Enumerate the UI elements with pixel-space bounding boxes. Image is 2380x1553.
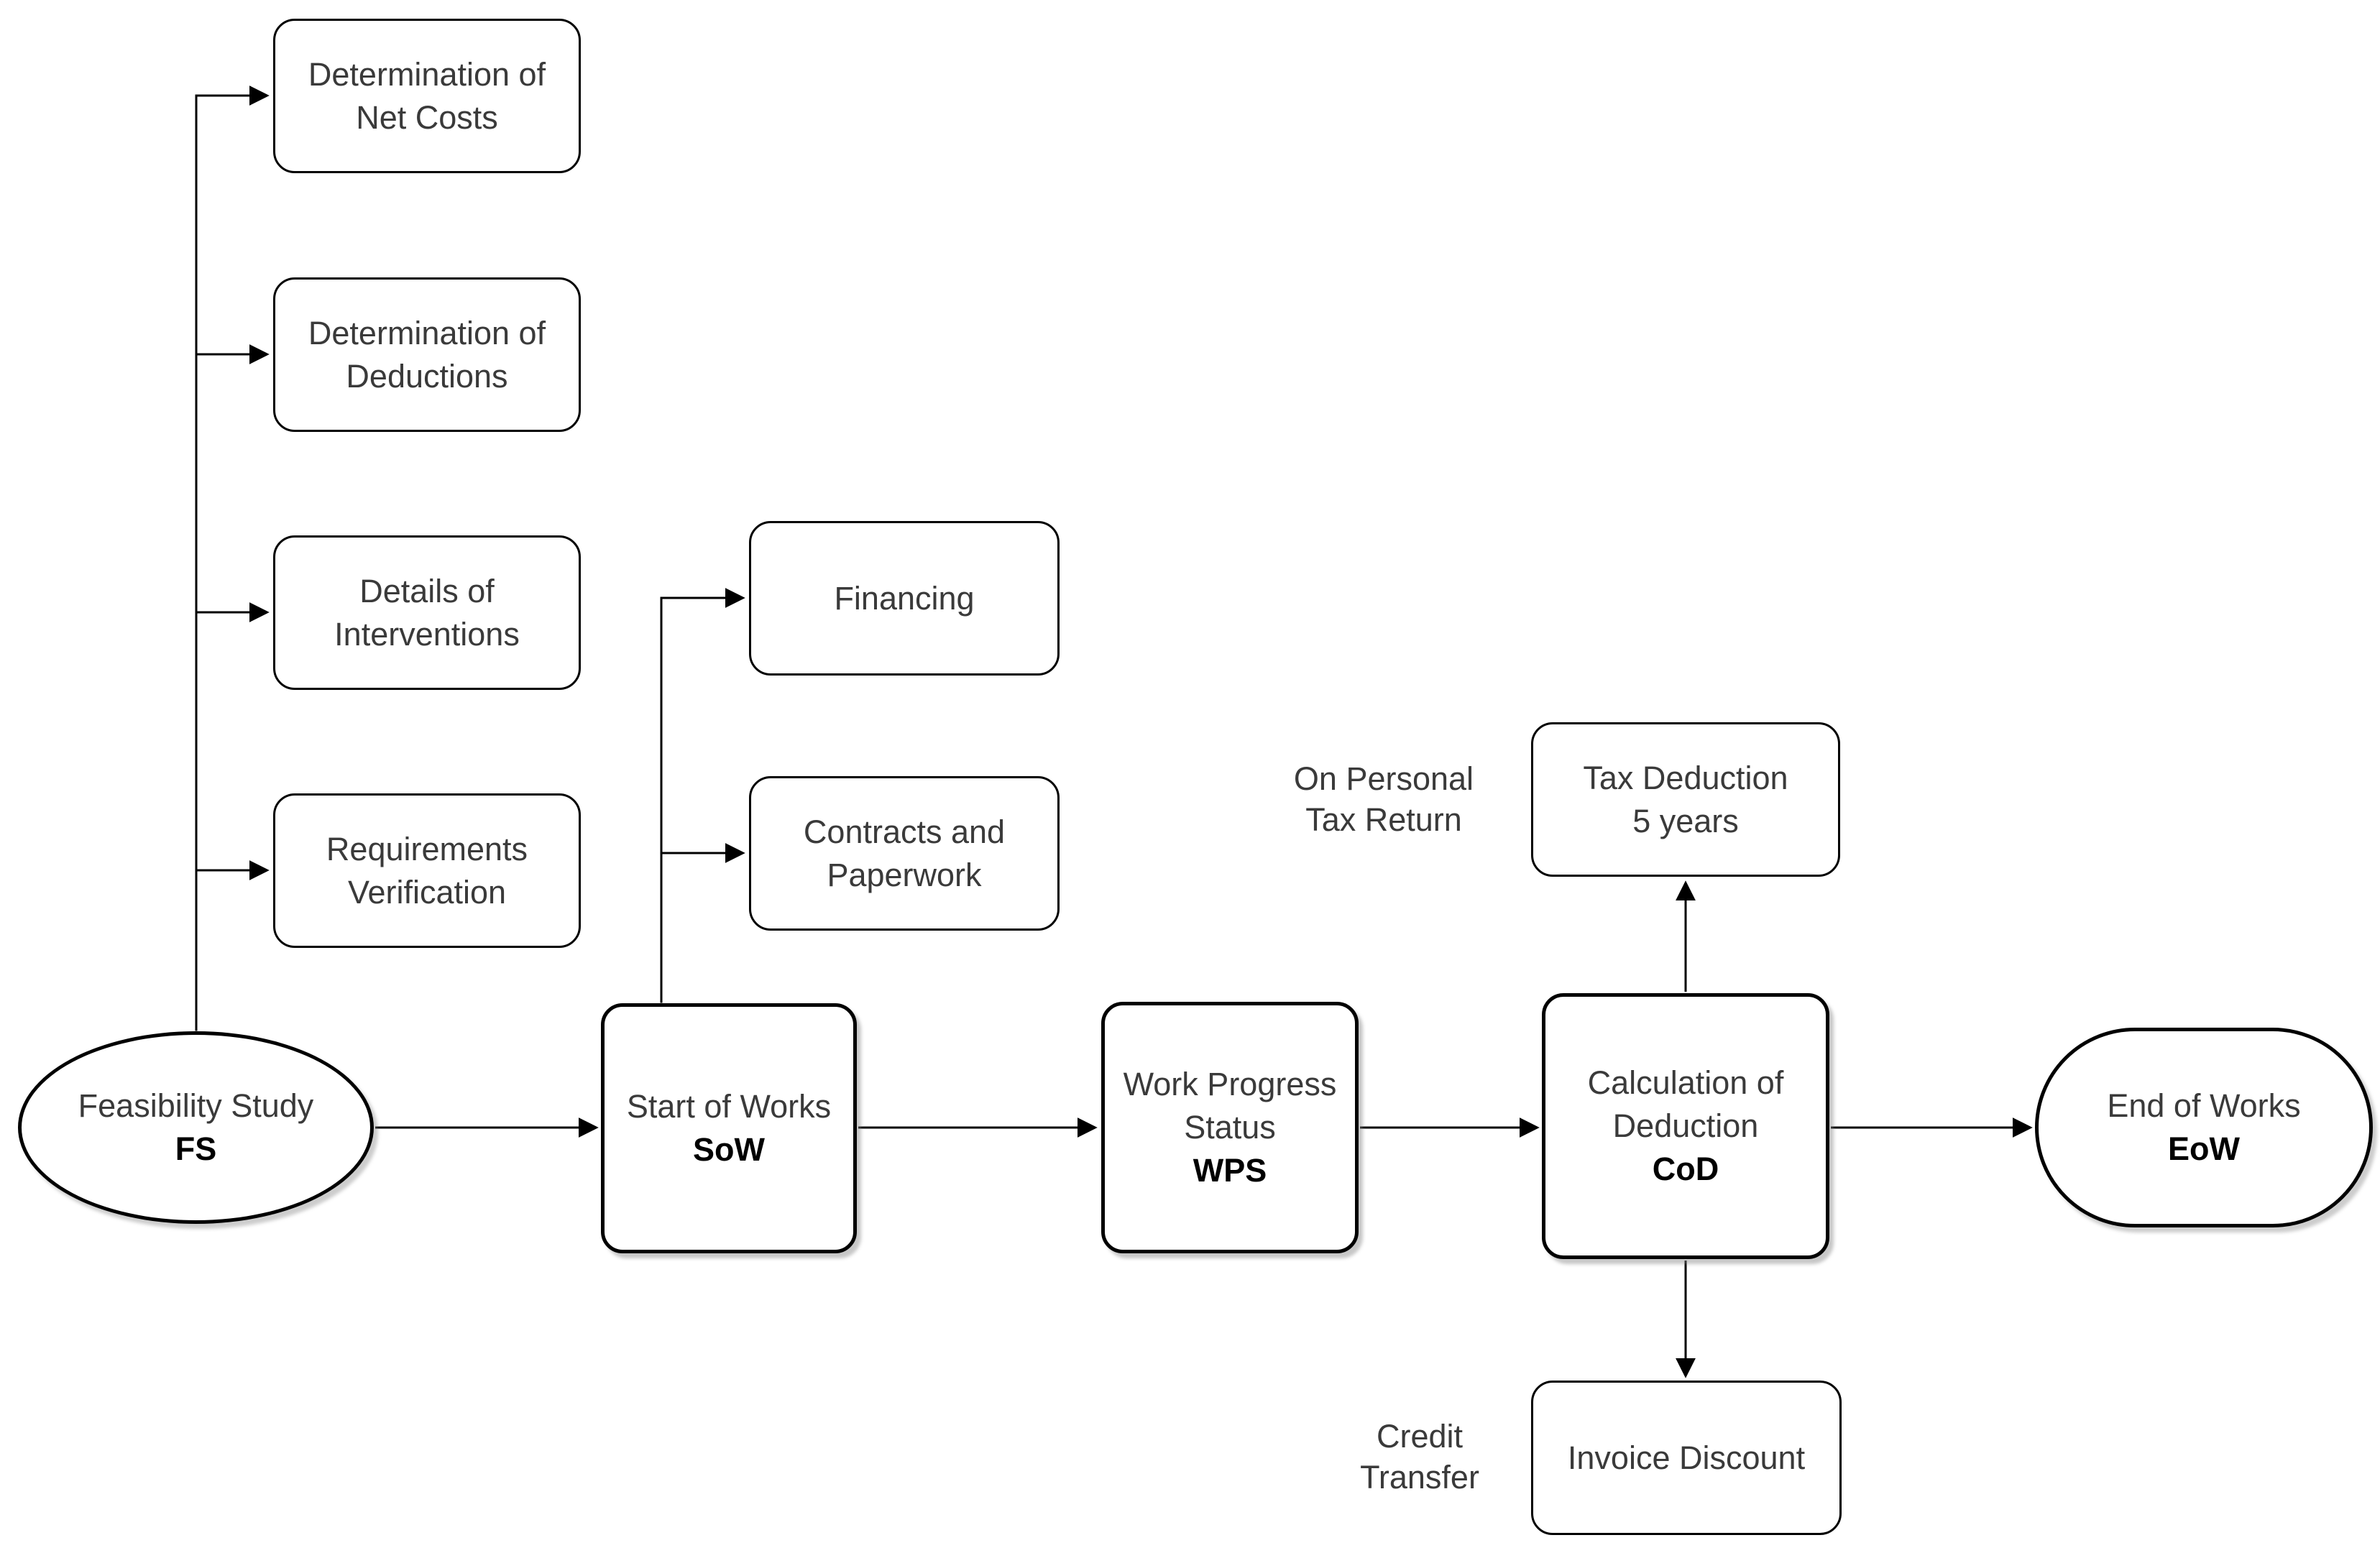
node-abbr: WPS — [1193, 1152, 1267, 1189]
node-label-line: 5 years — [1632, 802, 1739, 839]
node-label-line: Paperwork — [827, 856, 982, 893]
node-label-line: Tax Deduction — [1583, 759, 1788, 796]
node-invoice-discount: Invoice Discount — [1531, 1381, 1842, 1535]
node-label-line: Invoice Discount — [1567, 1439, 1806, 1476]
node-label-line: Determination of — [308, 314, 546, 351]
node-abbr: FS — [175, 1130, 217, 1167]
node-requirements-verification: Requirements Verification — [273, 793, 581, 948]
node-label-line: Status — [1184, 1109, 1276, 1146]
node-label-line: Interventions — [334, 615, 520, 653]
node-label-line: Work Progress — [1123, 1066, 1337, 1102]
node-label-line: Deduction — [1612, 1107, 1759, 1144]
node-contracts-and-paperwork: Contracts and Paperwork — [749, 776, 1060, 931]
node-label-line: Calculation of — [1587, 1064, 1784, 1101]
label-on-personal-tax-return: On Personal Tax Return — [1272, 758, 1495, 840]
label-credit-transfer: Credit Transfer — [1330, 1416, 1510, 1498]
node-calculation-of-deduction: Calculation of Deduction CoD — [1542, 993, 1829, 1259]
node-determination-of-net-costs: Determination of Net Costs — [273, 19, 581, 173]
node-label-line: Deductions — [346, 357, 508, 395]
node-work-progress-status: Work Progress Status WPS — [1101, 1002, 1359, 1253]
node-label-line: Feasibility Study — [78, 1087, 314, 1124]
node-tax-deduction-5-years: Tax Deduction 5 years — [1531, 722, 1840, 877]
node-label-line: Verification — [347, 873, 507, 911]
node-label-line: Start of Works — [626, 1088, 832, 1125]
node-abbr: SoW — [693, 1131, 765, 1168]
node-label-line: Details of — [359, 572, 495, 609]
annotation-line: On Personal — [1293, 760, 1474, 797]
node-abbr: CoD — [1652, 1151, 1719, 1187]
node-abbr: EoW — [2168, 1130, 2240, 1167]
node-label-line: Net Costs — [356, 98, 498, 136]
node-end-of-works: End of Works EoW — [2035, 1028, 2373, 1227]
node-start-of-works: Start of Works SoW — [601, 1003, 857, 1253]
node-feasibility-study: Feasibility Study FS — [18, 1031, 374, 1224]
node-determination-of-deductions: Determination of Deductions — [273, 277, 581, 432]
node-label-line: Determination of — [308, 55, 546, 93]
annotation-line: Credit — [1376, 1418, 1464, 1455]
node-label-line: End of Works — [2107, 1087, 2301, 1124]
node-label-line: Financing — [834, 579, 975, 617]
node-label-line: Requirements — [326, 830, 528, 867]
node-label-line: Contracts and — [803, 813, 1006, 850]
node-details-of-interventions: Details of Interventions — [273, 535, 581, 690]
annotation-line: Tax Return — [1305, 801, 1462, 838]
annotation-line: Transfer — [1360, 1459, 1479, 1496]
node-financing: Financing — [749, 521, 1060, 676]
